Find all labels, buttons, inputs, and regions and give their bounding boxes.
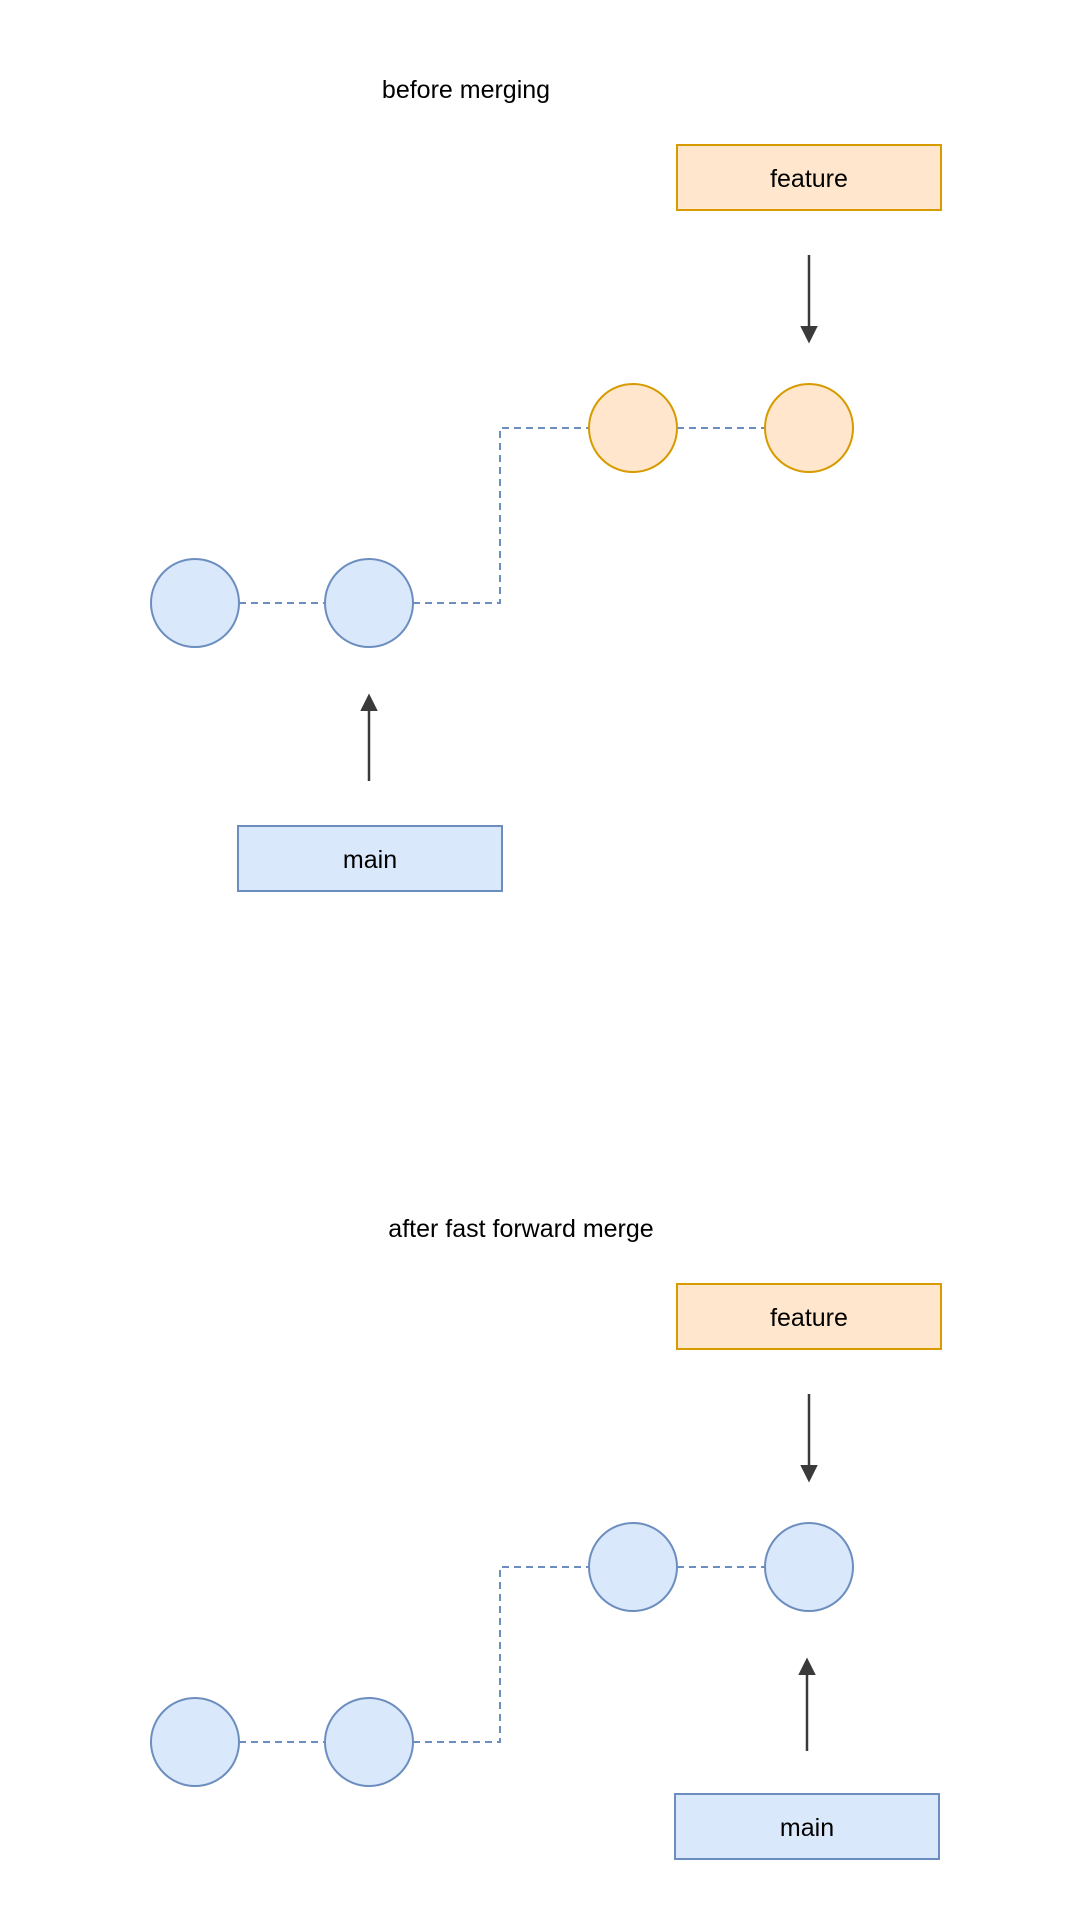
commit-node — [764, 1522, 854, 1612]
main-branch-box — [237, 825, 503, 892]
feature-branch-box — [676, 144, 942, 211]
feature-branch-pointer: feature — [676, 144, 942, 344]
commit-node — [324, 558, 414, 648]
panel-title: before merging — [382, 76, 550, 104]
feature-branch-label: feature — [770, 1304, 848, 1332]
commit-node — [588, 1522, 678, 1612]
commit-node — [764, 383, 854, 473]
feature-branch-box — [676, 1283, 942, 1350]
main-branch-pointer: main — [674, 1657, 940, 1860]
feature-branch-label: feature — [770, 165, 848, 193]
commit-node — [150, 558, 240, 648]
panel-title: after fast forward merge — [388, 1215, 653, 1243]
main-branch-box — [674, 1793, 940, 1860]
commit-node — [150, 1697, 240, 1787]
panel-after-fast-forward-merge: after fast forward merge feature main — [150, 1215, 942, 1860]
commit-node — [324, 1697, 414, 1787]
main-branch-label: main — [780, 1814, 834, 1842]
commit-link — [413, 1566, 590, 1743]
main-branch-pointer: main — [237, 693, 503, 892]
commit-link — [413, 427, 590, 604]
feature-branch-pointer: feature — [676, 1283, 942, 1483]
commit-node — [588, 383, 678, 473]
main-branch-label: main — [343, 846, 397, 874]
panel-before-merging: before merging feature main — [150, 76, 942, 892]
